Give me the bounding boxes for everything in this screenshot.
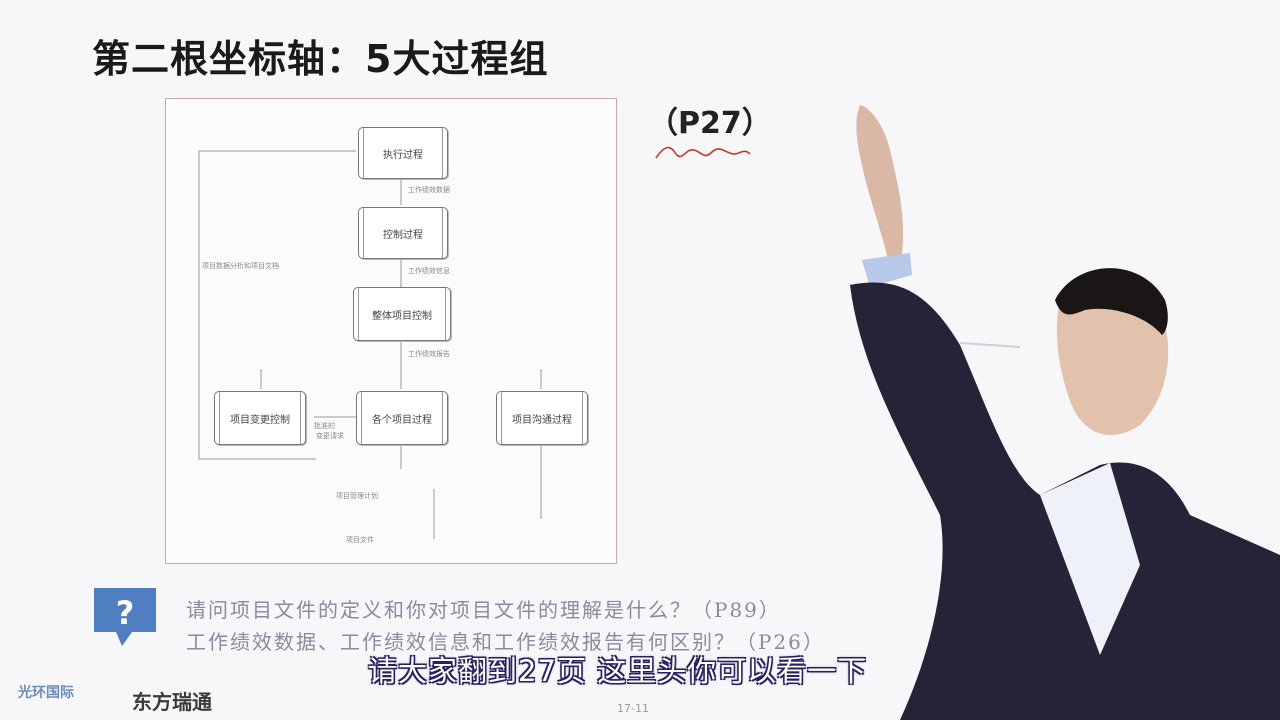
red-squiggle-underline: [655, 146, 751, 159]
svg-text:?: ?: [116, 594, 135, 632]
node-integrated-control: 整体项目控制: [353, 287, 451, 341]
node-each-process: 各个项目过程: [356, 391, 448, 445]
node-execute-process: 执行过程: [358, 127, 448, 179]
question-2: 工作绩效数据、工作绩效信息和工作绩效报告有何区别？（P26）: [186, 630, 825, 654]
node-control-process: 控制过程: [358, 207, 448, 259]
question-1: 请问项目文件的定义和你对项目文件的理解是什么？（P89）: [186, 598, 781, 622]
edge-label-work-info: 工作绩效信息: [408, 267, 450, 275]
brand-logo-dongfang: 东方瑞通: [132, 690, 212, 714]
slide-title: 第二根坐标轴：5大过程组: [92, 37, 549, 81]
edge-label-work-data: 工作绩效数据: [408, 186, 450, 194]
video-subtitle: 请大家翻到27页 这里头你可以看一下: [368, 654, 868, 688]
edge-label-side: 项目数据分析和项目文档: [202, 262, 279, 270]
node-communication: 项目沟通过程: [496, 391, 588, 445]
edge-label-approved: 批准的: [314, 422, 335, 430]
presenter-figure: [850, 105, 1280, 720]
page-number: 17-11: [617, 702, 649, 715]
brand-logo-guanghuan: 光环国际: [18, 685, 74, 701]
diagram-connectors: [198, 150, 542, 539]
node-change-control: 项目变更控制: [214, 391, 306, 445]
edge-label-work-report: 工作绩效报告: [408, 350, 450, 358]
edge-label-change-request: 变更请求: [316, 432, 344, 440]
process-diagram: 执行过程 控制过程 整体项目控制 项目变更控制 各个项目过程 项目沟通过程 工作…: [165, 98, 617, 564]
edge-label-documents: 项目文件: [346, 536, 374, 544]
question-icon: ?: [94, 588, 156, 646]
edge-label-plan: 项目管理计划: [336, 492, 378, 500]
page-reference: （P27）: [648, 106, 772, 141]
